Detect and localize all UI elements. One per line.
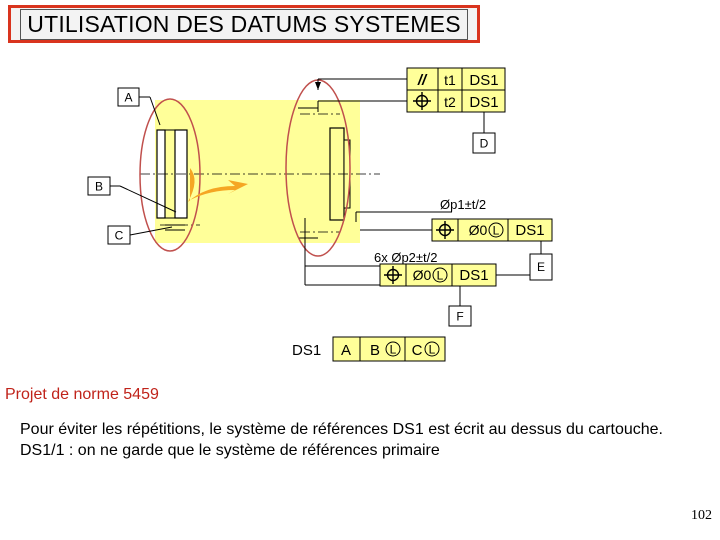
position-icon	[436, 221, 454, 239]
l-modifier-icon	[488, 222, 504, 238]
norm-reference: Projet de norme 5459	[5, 386, 159, 403]
slide-title: UTILISATION DES DATUMS SYSTEMES	[20, 8, 468, 40]
svg-text:Ø0: Ø0	[469, 222, 488, 238]
datum-d-label: D	[480, 137, 489, 151]
svg-text:t1: t1	[444, 72, 456, 88]
position-icon	[384, 266, 402, 284]
explanation-paragraph: Pour éviter les répétitions, le système …	[20, 419, 680, 461]
datum-b-label: B	[95, 180, 103, 194]
svg-text:Ø0: Ø0	[413, 267, 432, 283]
centerlines	[140, 113, 380, 233]
svg-text:DS1: DS1	[469, 72, 498, 89]
frame-c: Ø0 L DS1	[431, 218, 553, 242]
svg-text:L: L	[493, 224, 500, 238]
svg-text:C: C	[412, 342, 423, 359]
svg-text:B: B	[370, 342, 380, 359]
svg-text:DS1: DS1	[292, 342, 321, 359]
datum-d-box	[472, 132, 496, 154]
dim-p2: 6x Øp2±t/2	[374, 250, 438, 265]
part-body	[155, 100, 360, 243]
datum-f-box	[448, 305, 472, 327]
page-number: 102	[691, 508, 712, 523]
explanation-line-2: DS1/1 : on ne garde que le système de ré…	[20, 442, 440, 459]
datum-system-definition: DS1 A B L C L	[292, 336, 446, 362]
datum-a-label: A	[124, 91, 132, 105]
svg-text:L: L	[429, 343, 436, 357]
slide-title-box: UTILISATION DES DATUMS SYSTEMES	[8, 5, 480, 43]
svg-text:DS1: DS1	[459, 267, 488, 284]
l-modifier-icon	[385, 341, 401, 357]
position-icon	[413, 92, 431, 110]
svg-text:L: L	[390, 343, 397, 357]
frame-holes: Ø0 L DS1	[379, 263, 497, 287]
svg-text:L: L	[437, 269, 444, 283]
l-modifier-icon	[424, 341, 440, 357]
frame-top: // t1 DS1 t2 DS1	[406, 67, 506, 113]
dim-p1: Øp1±t/2	[440, 197, 486, 212]
svg-text:DS1: DS1	[469, 94, 498, 111]
svg-text://: //	[417, 72, 428, 89]
svg-text:t2: t2	[444, 94, 456, 110]
l-modifier-icon	[432, 267, 448, 283]
datum-f-label: F	[456, 310, 463, 324]
explanation-line-1: Pour éviter les répétitions, le système …	[20, 421, 663, 438]
orange-arrow-icon	[188, 168, 248, 202]
datum-c-label: C	[115, 229, 124, 243]
svg-text:DS1: DS1	[515, 222, 544, 239]
datum-ellipse-left	[139, 98, 201, 252]
datum-e-label: E	[537, 260, 545, 274]
svg-text:A: A	[341, 342, 351, 359]
